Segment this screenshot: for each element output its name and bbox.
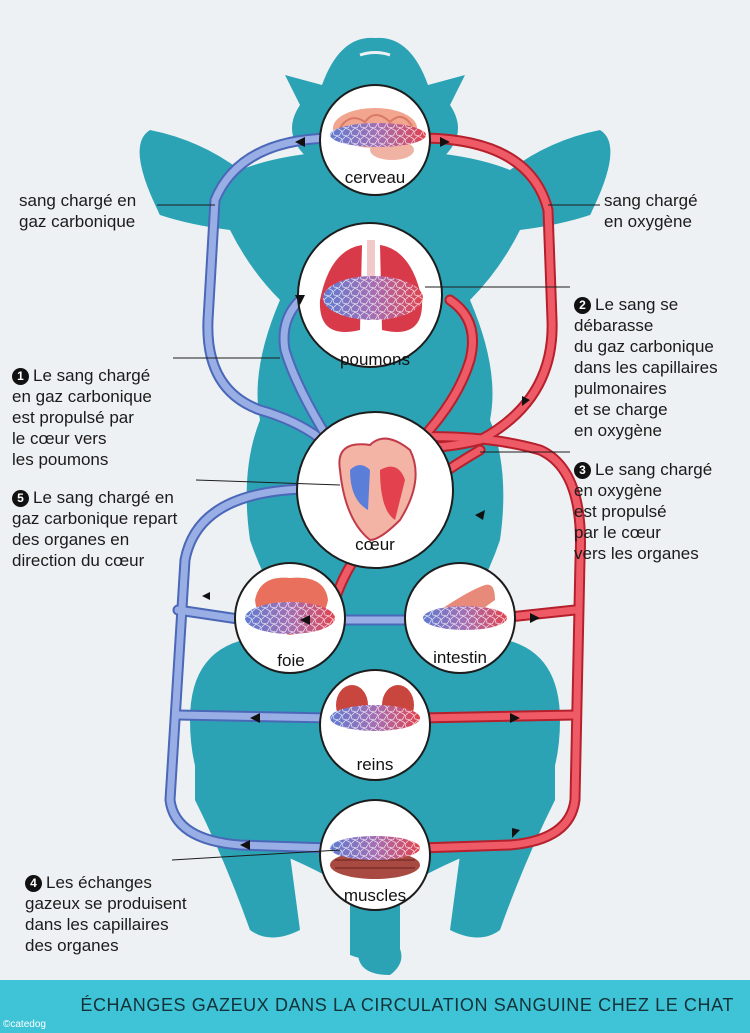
copyright-text: ©catedog (3, 1019, 46, 1030)
step-4-number: 4 (25, 875, 42, 892)
heart-icon (338, 437, 417, 542)
footer-bar: ÉCHANGES GAZEUX DANS LA CIRCULATION SANG… (0, 980, 750, 1033)
organ-label-foie: foie (277, 651, 305, 670)
organ-label-reins: reins (356, 755, 394, 774)
label-left-blood: sang chargé en gaz carbonique (19, 191, 137, 231)
organ-label-cerveau: cerveau (344, 168, 406, 187)
nose-mark (359, 51, 391, 57)
footer-title: ÉCHANGES GAZEUX DANS LA CIRCULATION SANG… (80, 995, 734, 1015)
organ-label-coeur: cœur (355, 535, 395, 554)
capillary-beds (245, 123, 507, 860)
step-4-text: Les échanges gazeux se produisent dans l… (25, 873, 187, 955)
organ-label-poumons: poumons (340, 350, 410, 369)
step-2-text: Le sang se débarasse du gaz carbonique d… (574, 295, 718, 440)
step-3-text: Le sang chargé en oxygène est propulsé p… (574, 460, 713, 563)
step-3-number: 3 (574, 462, 591, 479)
organ-label-intestin: intestin (433, 648, 487, 667)
step-5-number: 5 (12, 490, 29, 507)
label-right-blood: sang chargé en oxygène (604, 191, 698, 231)
step-1-text: Le sang chargé en gaz carbonique est pro… (12, 366, 152, 469)
flow-arrows (202, 137, 540, 850)
leader-lines (157, 204, 600, 861)
circulation-diagram (139, 37, 611, 975)
step-1-number: 1 (12, 368, 29, 385)
step-5-text: Le sang chargé en gaz carbonique repart … (12, 488, 178, 570)
step-2-number: 2 (574, 297, 591, 314)
organ-label-muscles: muscles (343, 886, 407, 905)
